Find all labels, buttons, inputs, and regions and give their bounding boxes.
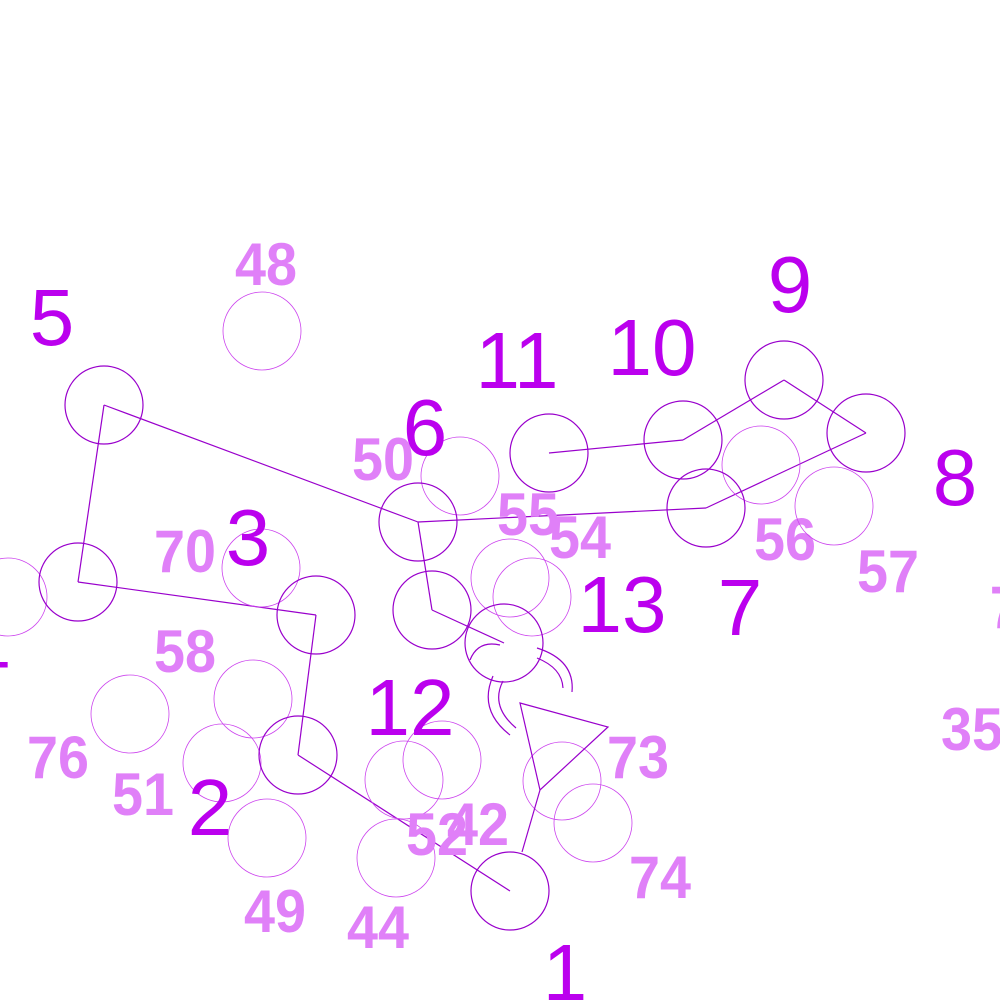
light-node-48-circle (222, 291, 302, 371)
light-node-73-circle (522, 741, 602, 821)
node-13-circle (464, 603, 544, 683)
edge-9-8 (783, 379, 867, 434)
arc-mark-right-outer (536, 647, 573, 693)
light-nodes-layer: 35424448495051525455565758707374767 (0, 231, 1000, 961)
light-node-70-label: 70 (154, 518, 216, 585)
node-5-circle (64, 365, 144, 445)
node-10-circle (643, 400, 723, 480)
node-9-circle (744, 340, 824, 420)
light-node-42-circle (402, 720, 482, 800)
light-node-76-label: 76 (27, 724, 89, 791)
light-node-7x-label: 7 (990, 574, 1000, 641)
dark-nodes-layer: 12345678910111213 (0, 240, 977, 1000)
node-8-label: 8 (933, 433, 978, 522)
edge-11-10 (548, 439, 684, 454)
node-1-circle (470, 851, 550, 931)
edge-10-9 (682, 379, 785, 441)
light-node-74-label: 74 (629, 844, 692, 911)
node-8-circle (826, 393, 906, 473)
light-node-73-label: 73 (607, 724, 669, 791)
light-node-58-label: 58 (154, 618, 216, 685)
edge-8-7 (705, 432, 867, 509)
light-node-44-circle (356, 818, 436, 898)
edges-layer (77, 379, 867, 892)
light-node-52-label: 52 (406, 801, 468, 868)
triangle-stem (521, 789, 541, 853)
node-10-label: 10 (608, 303, 697, 392)
light-node-50-label: 50 (352, 426, 414, 493)
light-node-48-label: 48 (235, 231, 297, 298)
light-node-49-label: 49 (244, 878, 306, 945)
node-3-circle (276, 575, 356, 655)
light-node-52-circle (364, 740, 444, 820)
node-12-circle (392, 570, 472, 650)
light-node-56-circle (721, 425, 801, 505)
edge-2-1 (297, 754, 511, 892)
light-node-55-circle (470, 538, 550, 618)
light-node-42-label: 42 (447, 791, 509, 858)
light-node-50-circle (420, 436, 500, 516)
node-4-label: 4 (0, 608, 10, 697)
edge-6-7 (417, 507, 707, 523)
arc-mark-right-inner (536, 657, 564, 689)
light-node-74-circle (553, 783, 633, 863)
light-node-57-label: 57 (857, 538, 919, 605)
light-node-54-circle (492, 557, 572, 637)
edge-6-12 (417, 521, 433, 611)
arc-mark-left-inner (498, 680, 517, 729)
triangle-shape (519, 702, 610, 792)
edge-4-3 (77, 581, 317, 616)
node-7-label: 7 (718, 563, 763, 652)
light-node-51-circle (182, 723, 262, 803)
node-12-label: 12 (366, 663, 455, 752)
node-11-circle (509, 413, 589, 493)
light-node-51-label: 51 (112, 761, 174, 828)
node-4-circle (38, 542, 118, 622)
edge-12-13 (431, 609, 505, 644)
node-7-circle (666, 468, 746, 548)
node-2-label: 2 (188, 763, 233, 852)
node-6-label: 6 (403, 383, 448, 472)
node-3-label: 3 (226, 493, 271, 582)
node-6-circle (378, 482, 458, 562)
light-node-54-label: 54 (549, 504, 612, 571)
node-9-label: 9 (768, 240, 813, 329)
light-node-49-circle (227, 798, 307, 878)
node-2-circle (258, 715, 338, 795)
edge-5-6 (103, 404, 419, 523)
decoration-layer (469, 643, 610, 853)
arc-mark-top (469, 643, 501, 661)
light-node-edge-circle-0 (0, 557, 48, 637)
light-node-44-label: 44 (347, 894, 410, 961)
edge-3-2 (297, 614, 317, 756)
light-node-35-label: 35 (941, 696, 1000, 763)
light-node-56-label: 56 (754, 506, 816, 573)
light-node-57-circle (794, 466, 874, 546)
arc-mark-left-outer (487, 675, 511, 736)
node-13-label: 13 (578, 560, 667, 649)
node-1-label: 1 (543, 928, 588, 1000)
light-node-55-label: 55 (497, 481, 559, 548)
edge-5-4 (77, 404, 105, 583)
light-node-76-circle (90, 674, 170, 754)
node-5-label: 5 (30, 273, 75, 362)
node-11-label: 11 (475, 316, 558, 405)
light-node-70-circle (221, 528, 301, 608)
light-node-58-circle (213, 659, 293, 739)
